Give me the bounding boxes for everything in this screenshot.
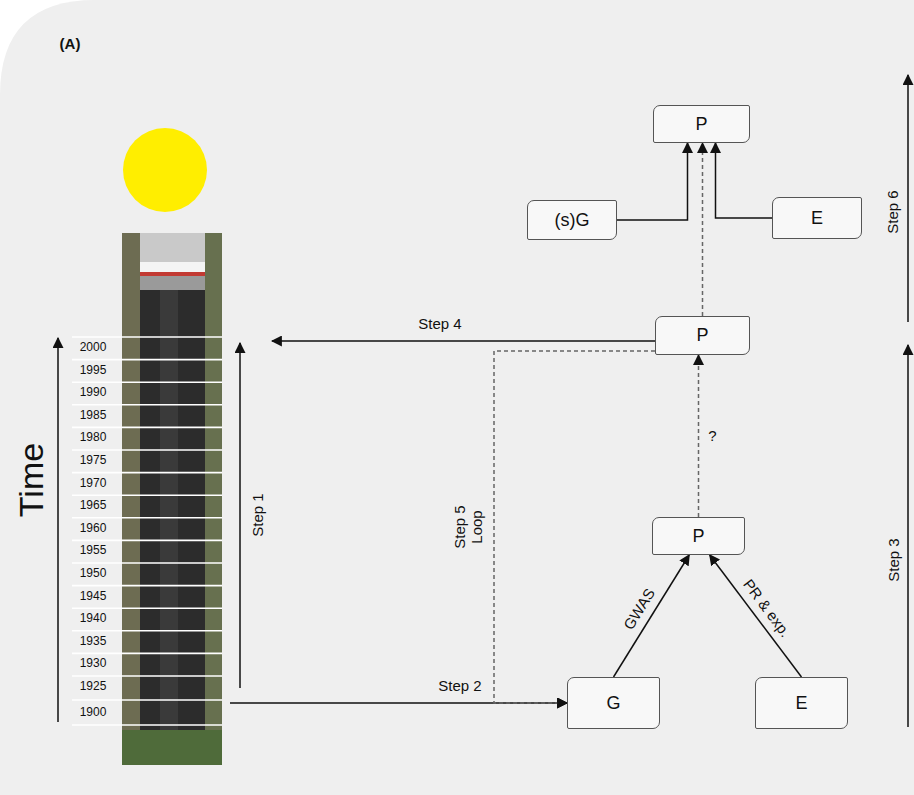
tube-stripe [140,272,205,276]
year-label: 1900 [80,706,107,719]
edge-label: GWAS [619,583,660,634]
year-grid [72,337,222,725]
box-text: (s)G [555,210,590,231]
tube-body [140,276,205,290]
tube-top [140,233,205,265]
year-line [72,540,222,542]
year-label: 1975 [80,454,107,467]
year-line [72,427,222,429]
connector [614,555,690,677]
year-line [72,653,222,655]
step-label: Step 1 [250,493,267,536]
sun-symbol [123,128,207,212]
connector [494,351,655,703]
year-line [72,404,222,406]
year-line [72,336,222,338]
photo-edge [122,233,140,733]
year-label: 1955 [80,545,107,558]
connector [710,555,802,677]
year-label: 1980 [80,432,107,445]
box-text: P [695,114,707,135]
process-box: E [772,197,862,239]
year-line [72,675,222,677]
step-arrow [272,340,655,342]
year-line [72,585,222,587]
year-label: 1960 [80,522,107,535]
axis-title: Time [13,443,50,517]
step-label: Step 3 [886,538,903,581]
year-line [72,472,222,474]
box-text: P [696,325,708,346]
year-line [72,699,222,701]
connector [702,143,704,316]
year-line [72,630,222,632]
year-label: 1990 [80,387,107,400]
core-shine [160,290,178,730]
photo-edge [205,233,222,733]
year-line [72,607,222,609]
core-body [140,290,205,730]
year-label: 1950 [80,567,107,580]
year-label: 1925 [80,680,107,693]
panel-letter: (A) [60,36,81,53]
box-text: E [811,208,823,229]
process-box: G [567,677,660,729]
box-text: G [606,693,620,714]
year-label: 1995 [80,364,107,377]
year-line [72,449,222,451]
process-box: E [755,677,848,729]
edge-label: ? [706,427,718,444]
photo-ground [122,233,222,765]
year-label: 1945 [80,590,107,603]
step-bracket-arrow [907,345,909,727]
time-arrow [57,338,59,722]
step-label: Step 6 [885,190,902,233]
box-text: E [795,693,807,714]
year-label: 1930 [80,658,107,671]
tube-band [140,262,205,272]
box-text: P [692,526,704,547]
year-line [72,359,222,361]
connector [716,143,773,218]
step-label: Step 4 [418,316,461,333]
edge-label: PR & exp. [738,574,795,642]
process-box: P [653,105,750,143]
tree-core-photo [72,233,222,765]
step-label: Step 2 [438,678,481,695]
year-label: 1965 [80,500,107,513]
process-box: P [655,316,750,355]
year-line [72,724,222,726]
step-bracket-arrow [907,75,909,322]
connector [698,355,700,517]
year-line [72,381,222,383]
connector [617,143,688,220]
year-label: 1970 [80,477,107,490]
process-box: (s)G [527,200,617,240]
year-line [72,562,222,564]
year-label: 1985 [80,409,107,422]
year-label: 1940 [80,613,107,626]
photo-ground [122,730,222,765]
step-arrow [239,343,241,688]
year-line [72,494,222,496]
year-label: 1935 [80,635,107,648]
process-box: P [652,517,745,555]
edge-label: Step 5 Loop [451,500,486,554]
year-label: 2000 [80,341,107,354]
year-line [72,517,222,519]
